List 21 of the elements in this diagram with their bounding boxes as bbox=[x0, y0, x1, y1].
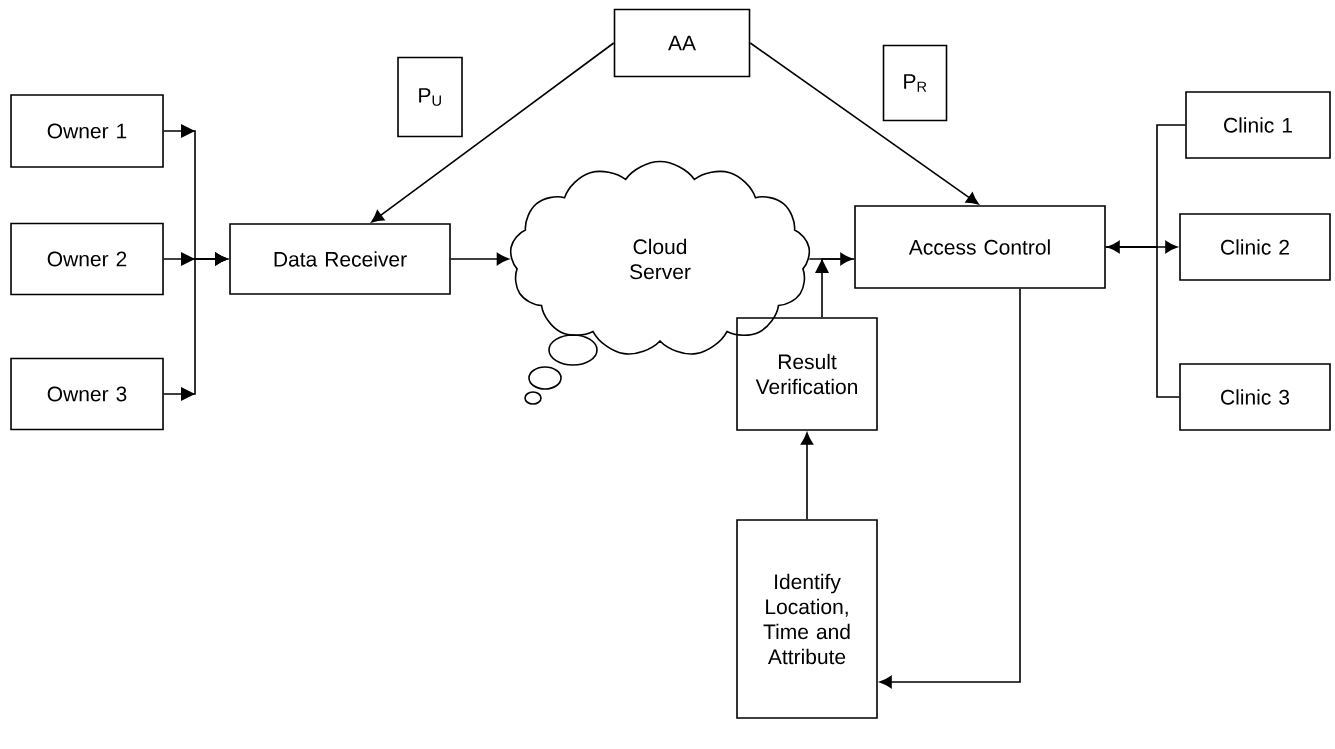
process-box: Identify Location, Time and Attribute bbox=[736, 519, 878, 719]
process-box: Owner 1 bbox=[10, 94, 164, 168]
process-box: P$_{R}$ bbox=[882, 44, 948, 122]
arrow bbox=[815, 258, 855, 318]
process-box: AA bbox=[613, 8, 751, 78]
process-box: P$_{U}$ bbox=[397, 56, 463, 138]
process-box: Clinic 2 bbox=[1179, 213, 1331, 281]
arrow bbox=[163, 252, 228, 401]
arrow bbox=[1107, 240, 1178, 254]
arrow bbox=[450, 252, 509, 266]
arrow bbox=[749, 42, 979, 205]
arrow bbox=[879, 288, 1021, 689]
arrow bbox=[371, 42, 615, 223]
process-box: Clinic 3 bbox=[1179, 363, 1331, 431]
process-box: Result Verification bbox=[736, 317, 878, 431]
process-box: Access Control bbox=[854, 205, 1106, 289]
arrow bbox=[800, 432, 814, 520]
process-box: Data Receiver bbox=[229, 223, 451, 295]
process-box: Clinic 1 bbox=[1185, 91, 1331, 159]
process-box: Owner 3 bbox=[10, 357, 164, 431]
process-box: Owner 2 bbox=[10, 222, 164, 296]
